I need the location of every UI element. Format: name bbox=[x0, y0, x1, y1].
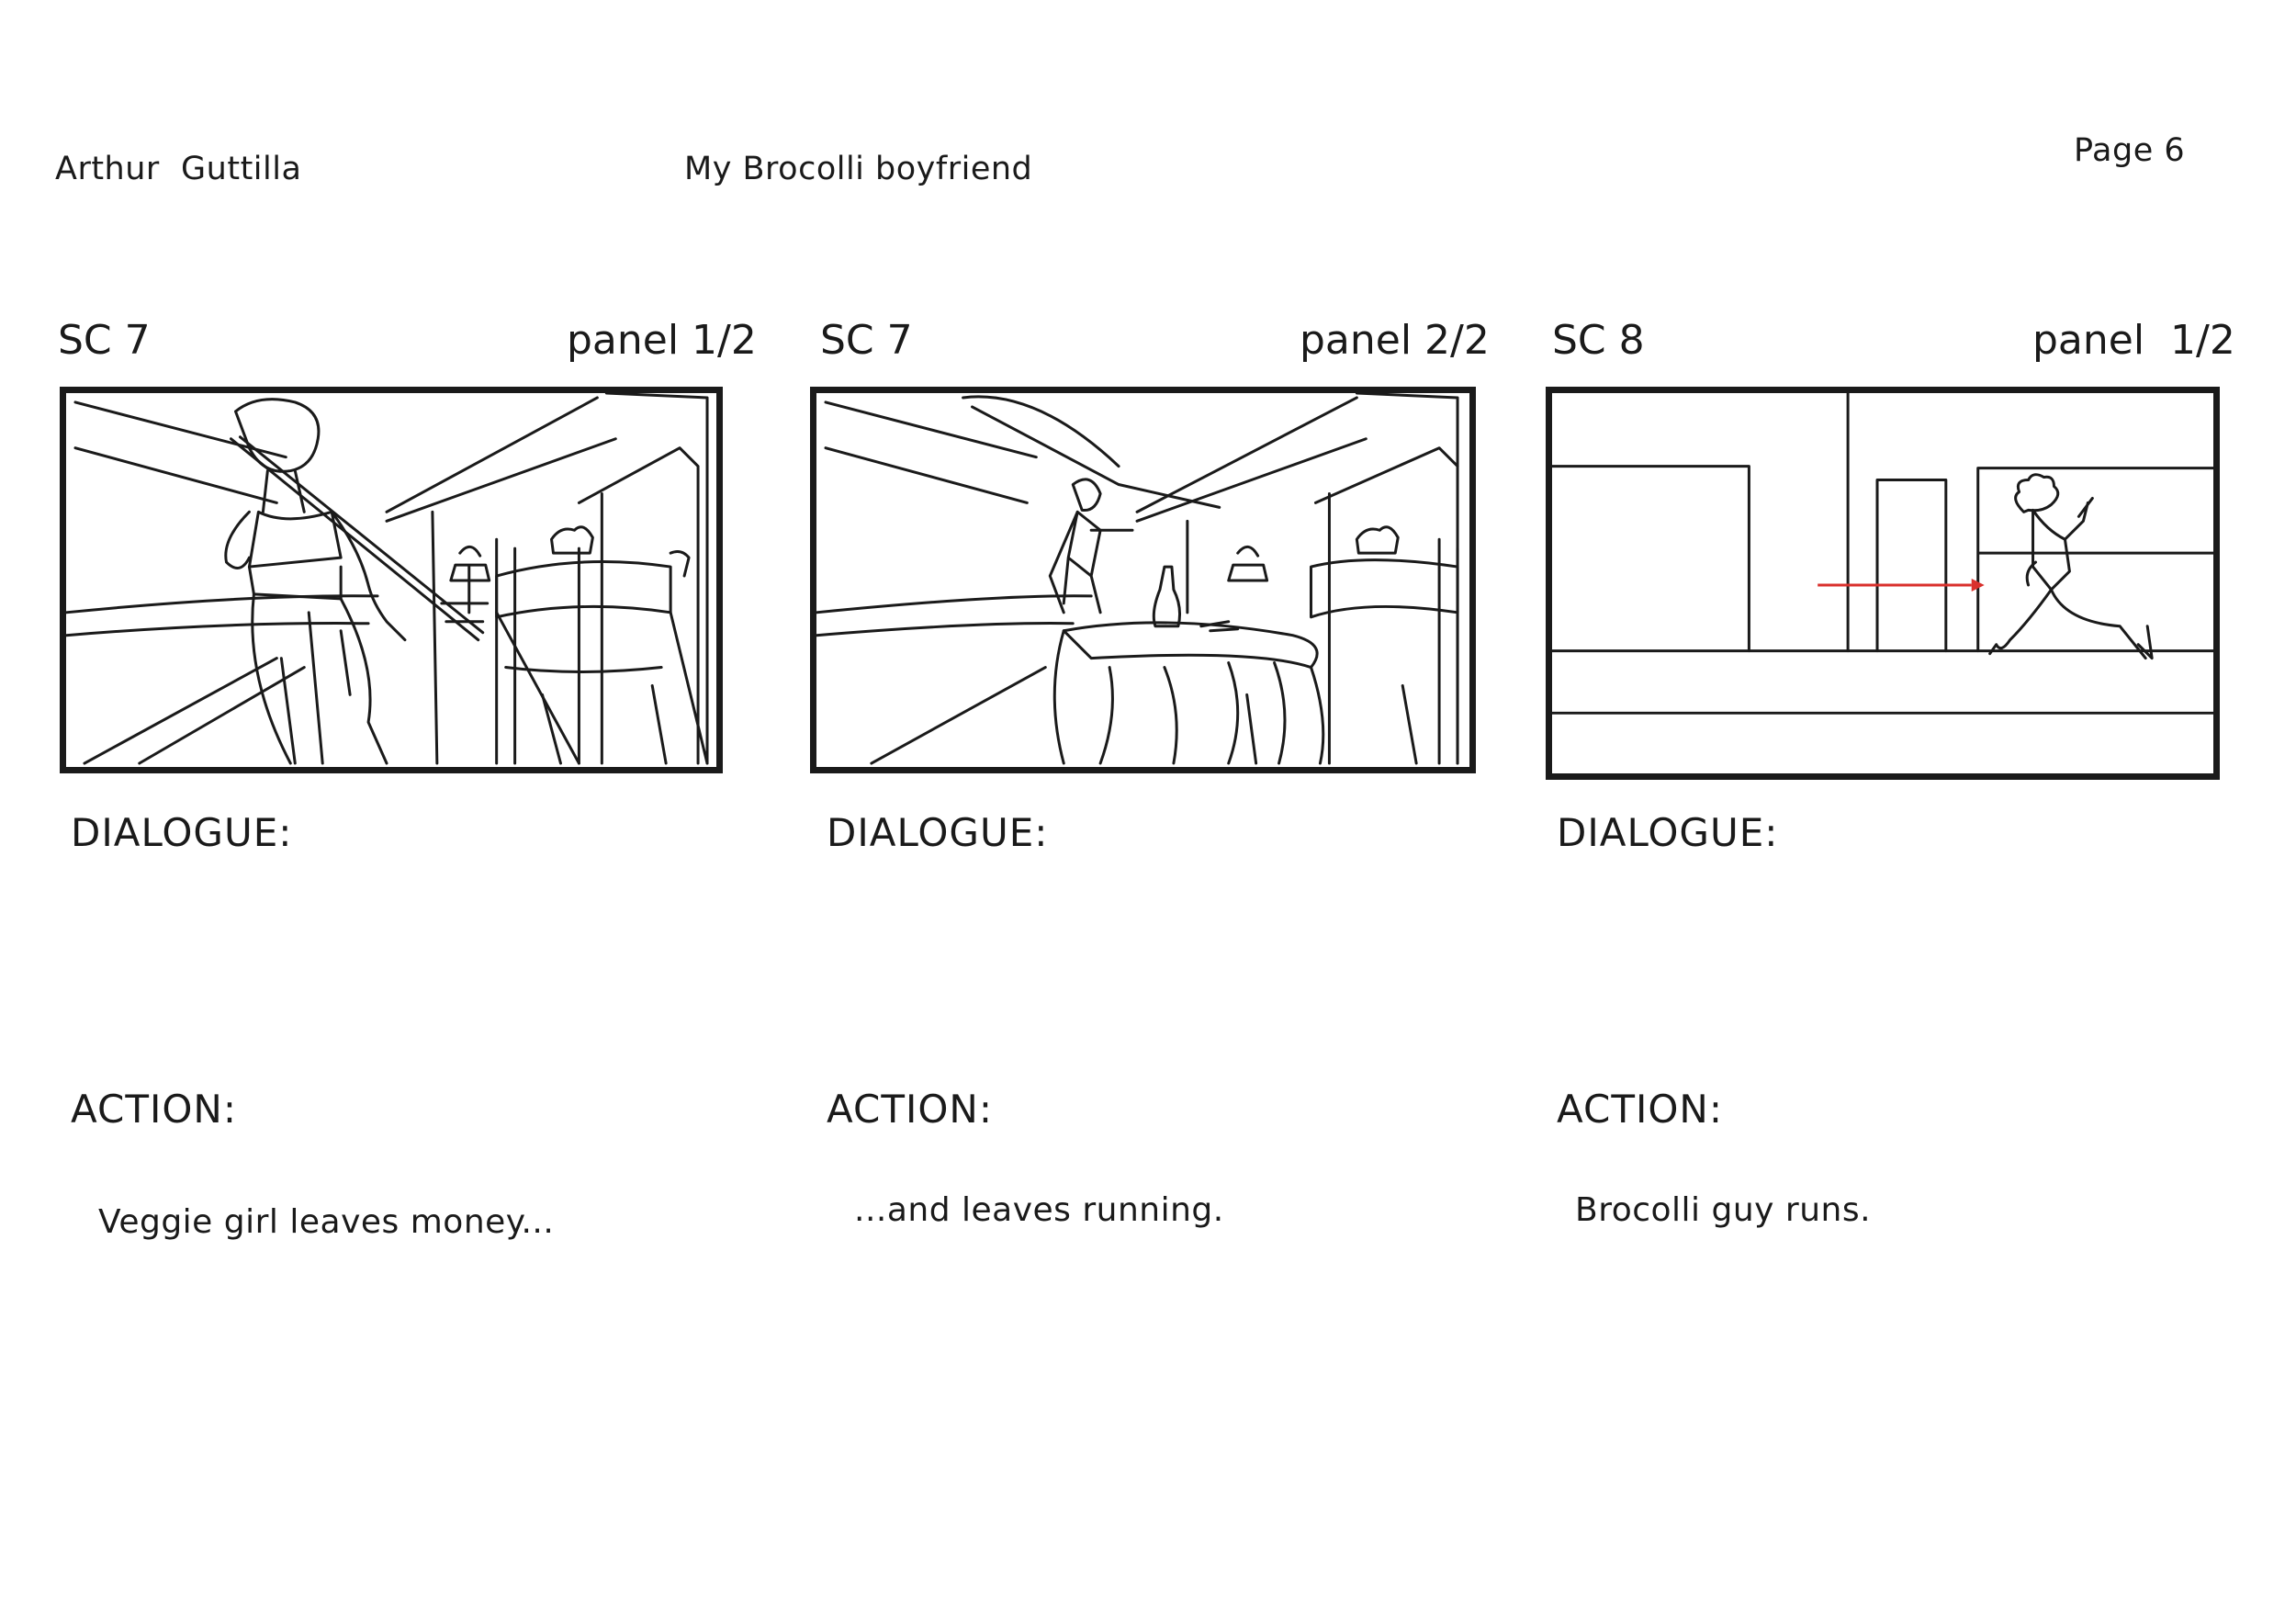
page-number: Page 6 bbox=[2074, 132, 2186, 169]
story-title: My Brocolli boyfriend bbox=[684, 151, 1033, 187]
storyboard-frame-1 bbox=[60, 387, 723, 773]
dialogue-label: DIALOGUE: bbox=[71, 810, 293, 855]
panel-number: panel 1/2 bbox=[2032, 317, 2235, 364]
scene-number: SC 8 bbox=[1552, 317, 1645, 364]
action-text: Veggie girl leaves money... bbox=[98, 1203, 555, 1241]
panel-number: panel 1/2 bbox=[567, 317, 757, 364]
dialogue-label: DIALOGUE: bbox=[827, 810, 1049, 855]
action-label: ACTION: bbox=[71, 1087, 237, 1132]
motion-arrow-icon bbox=[1818, 579, 1985, 592]
sketch-brocolli-guy-running bbox=[1552, 393, 2213, 715]
action-label: ACTION: bbox=[827, 1087, 993, 1132]
action-text: ...and leaves running. bbox=[854, 1191, 1224, 1229]
sketch-diner-girl-leaving-money bbox=[66, 393, 709, 765]
storyboard-frame-3 bbox=[1546, 387, 2220, 780]
action-label: ACTION: bbox=[1557, 1087, 1723, 1132]
sketch-diner-girl-running-out bbox=[816, 393, 1459, 765]
scene-number: SC 7 bbox=[820, 317, 913, 364]
dialogue-label: DIALOGUE: bbox=[1557, 810, 1779, 855]
scene-number: SC 7 bbox=[58, 317, 151, 364]
panel-number: panel 2/2 bbox=[1300, 317, 1490, 364]
action-text: Brocolli guy runs. bbox=[1575, 1191, 1872, 1229]
storyboard-frame-2 bbox=[810, 387, 1476, 773]
author-name: Arthur Guttilla bbox=[55, 151, 302, 187]
